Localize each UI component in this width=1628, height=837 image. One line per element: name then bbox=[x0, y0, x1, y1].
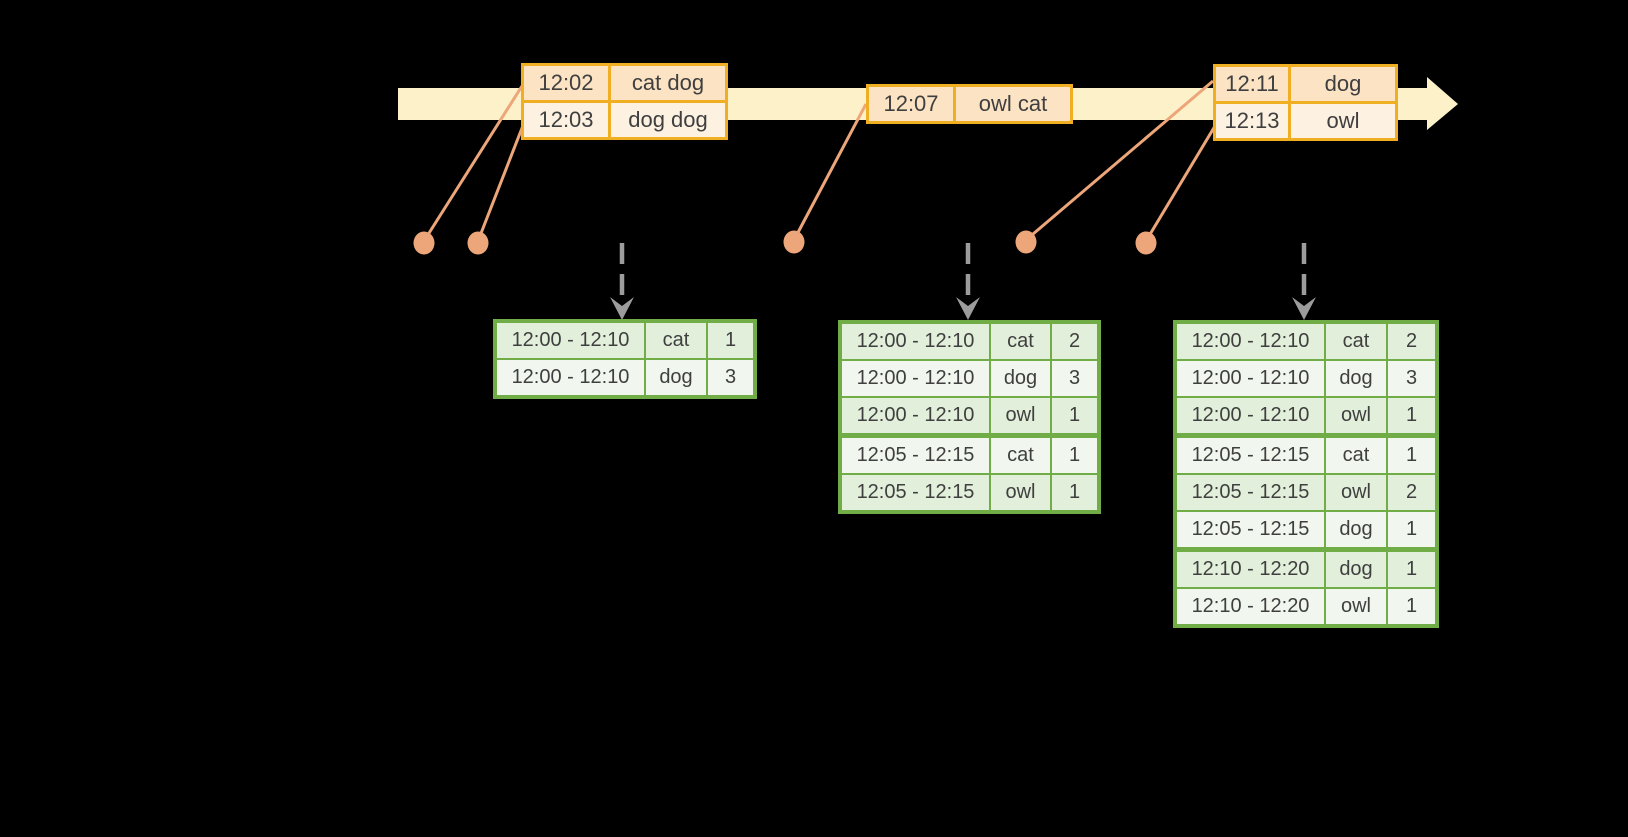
cell: dog bbox=[1324, 359, 1388, 398]
cell: 1 bbox=[1050, 473, 1100, 513]
timeline-arrowhead-icon bbox=[1427, 77, 1458, 130]
cell: 1 bbox=[1386, 547, 1438, 589]
cell: dog bbox=[1324, 510, 1388, 551]
cell: 12:00 - 12:10 bbox=[839, 321, 991, 361]
cell: 1 bbox=[1386, 433, 1438, 475]
trigger-arrowhead-icon bbox=[1292, 297, 1316, 320]
cell: 2 bbox=[1386, 473, 1438, 512]
cell: 12:00 - 12:10 bbox=[494, 358, 646, 398]
cell: 12:05 - 12:15 bbox=[1174, 510, 1326, 551]
cell: 3 bbox=[1050, 359, 1100, 398]
cell: 12:03 bbox=[521, 100, 611, 140]
cell: cat dog bbox=[608, 63, 728, 103]
cell: dog bbox=[644, 358, 708, 398]
trigger-arrowhead-icon bbox=[956, 297, 980, 320]
cell: cat bbox=[644, 320, 708, 360]
event-dot bbox=[1015, 230, 1037, 254]
cell: 1 bbox=[706, 320, 756, 360]
cell: owl bbox=[989, 396, 1052, 437]
cell: 1 bbox=[1050, 433, 1100, 475]
cell: cat bbox=[1324, 321, 1388, 361]
event-dot bbox=[1135, 231, 1157, 255]
cell: 12:00 - 12:10 bbox=[839, 396, 991, 437]
cell: 12:10 - 12:20 bbox=[1174, 587, 1326, 627]
cell: dog bbox=[1288, 64, 1398, 104]
cell: 12:00 - 12:10 bbox=[1174, 396, 1326, 437]
cell: owl bbox=[1324, 587, 1388, 627]
cell: 12:11 bbox=[1213, 64, 1291, 104]
event-dot bbox=[467, 231, 489, 255]
event-dot bbox=[413, 231, 435, 255]
cell: 12:00 - 12:10 bbox=[1174, 359, 1326, 398]
event-connector-line bbox=[422, 85, 524, 242]
cell: 12:02 bbox=[521, 63, 611, 103]
cell: 1 bbox=[1386, 396, 1438, 437]
cell: 3 bbox=[1386, 359, 1438, 398]
cell: dog dog bbox=[608, 100, 728, 140]
cell: 12:07 bbox=[866, 84, 956, 124]
cell: 12:00 - 12:10 bbox=[494, 320, 646, 360]
trigger-arrowhead-icon bbox=[610, 297, 634, 320]
cell: 3 bbox=[706, 358, 756, 398]
cell: owl bbox=[1324, 396, 1388, 437]
cell: dog bbox=[989, 359, 1052, 398]
cell: cat bbox=[1324, 433, 1388, 475]
cell: cat bbox=[989, 433, 1052, 475]
cell: owl bbox=[1288, 101, 1398, 141]
cell: 12:13 bbox=[1213, 101, 1291, 141]
cell: 2 bbox=[1050, 321, 1100, 361]
cell: owl bbox=[989, 473, 1052, 513]
cell: 1 bbox=[1386, 510, 1438, 551]
cell: 12:10 - 12:20 bbox=[1174, 547, 1326, 589]
event-connector-line bbox=[1144, 125, 1217, 242]
cell: 12:05 - 12:15 bbox=[839, 433, 991, 475]
event-connector-lines bbox=[422, 79, 1217, 242]
event-connector-line bbox=[476, 122, 526, 242]
trigger-arrows bbox=[610, 243, 1316, 320]
cell: 2 bbox=[1386, 321, 1438, 361]
cell: dog bbox=[1324, 547, 1388, 589]
cell: 1 bbox=[1050, 396, 1100, 437]
cell: owl bbox=[1324, 473, 1388, 512]
cell: cat bbox=[989, 321, 1052, 361]
event-connector-line bbox=[792, 103, 868, 241]
cell: 12:05 - 12:15 bbox=[839, 473, 991, 513]
event-connector-line bbox=[1025, 79, 1214, 242]
cell: 12:00 - 12:10 bbox=[1174, 321, 1326, 361]
cell: 12:05 - 12:15 bbox=[1174, 433, 1326, 475]
cell: 1 bbox=[1386, 587, 1438, 627]
cell: 12:00 - 12:10 bbox=[839, 359, 991, 398]
event-dots bbox=[413, 230, 1157, 255]
cell: 12:05 - 12:15 bbox=[1174, 473, 1326, 512]
cell: owl cat bbox=[953, 84, 1073, 124]
event-dot bbox=[783, 230, 805, 254]
